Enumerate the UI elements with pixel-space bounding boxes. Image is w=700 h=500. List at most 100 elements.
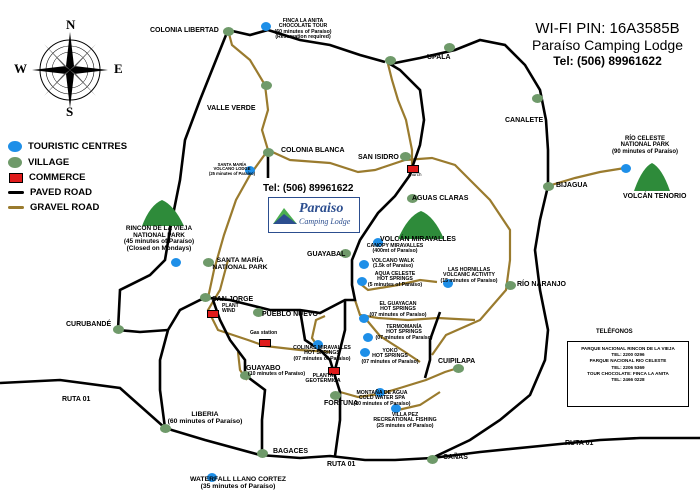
village-marker xyxy=(531,93,543,103)
label-bijagua: BIJAGUA xyxy=(556,182,588,189)
village-dot-icon xyxy=(8,157,22,168)
label-canalete: CANALETE xyxy=(505,117,544,124)
village-marker xyxy=(199,292,211,302)
label-aguas-claras: AGUAS CLARAS xyxy=(412,195,469,202)
gravel-road-icon xyxy=(8,206,24,209)
touristic-centre-marker xyxy=(359,259,369,269)
label-montana-agua: MONTAÑA DE AGUA COLD WATER SPA (20 minut… xyxy=(353,390,411,407)
legend-paved: PAVED ROAD xyxy=(8,187,92,198)
label-waterfall: WATERFALL LLANO CORTEZ (35 minutes of Pa… xyxy=(189,476,287,491)
village-marker xyxy=(542,181,554,191)
lodge-title: Paraíso Camping Lodge xyxy=(532,37,683,53)
lodge-tel: Tel: (506) 89961622 xyxy=(553,54,662,68)
label-ruta01-mid: RUTA 01 xyxy=(327,461,356,468)
village-marker xyxy=(426,454,438,464)
village-marker xyxy=(452,363,464,373)
touristic-centre-marker xyxy=(363,332,373,342)
village-marker xyxy=(384,55,396,65)
touristic-centre-marker xyxy=(373,237,383,247)
village-marker xyxy=(329,390,341,400)
paved-roads xyxy=(0,28,700,462)
compass-w: W xyxy=(14,61,27,76)
label-valle-verde: VALLE VERDE xyxy=(207,105,256,112)
label-guayabal: GUAYABAL xyxy=(307,251,346,258)
village-marker xyxy=(202,257,214,267)
touristic-centre-marker xyxy=(443,278,453,288)
label-rincon: RINCON DE LA VIEJA NATIONAL PARK (45 min… xyxy=(123,225,195,253)
label-san-jorge: SAN JORGE xyxy=(212,296,254,303)
label-santa-maria-park: SANTA MARÍA NATIONAL PARK xyxy=(212,257,268,272)
commerce-gas-station-marker xyxy=(259,339,271,347)
label-cuipilapa: CUIPILAPA xyxy=(438,358,476,365)
label-fortuna: FORTUNA xyxy=(324,400,359,407)
paved-road-icon xyxy=(8,191,24,194)
wifi-pin: WI-FI PIN: 16A3585B xyxy=(535,20,680,37)
village-marker xyxy=(406,193,418,203)
label-colinas: COLINAS MIRAVALLES HOT SPRINGS (07 minut… xyxy=(293,345,351,362)
compass-icon xyxy=(32,32,108,108)
label-curubande: CURUBANDÉ xyxy=(66,321,112,328)
map-tel: Tel: (506) 89961622 xyxy=(263,183,354,194)
commerce-planta-geotermica-marker xyxy=(328,367,340,375)
village-marker xyxy=(112,324,124,334)
label-termomania: TERMOMANÍA HOT SPRINGS (07 minutes of Pa… xyxy=(375,324,433,341)
label-finca-anita: FINCA LA ANITA CHOCOLATE TOUR (60 minute… xyxy=(274,18,332,41)
village-marker xyxy=(443,42,455,52)
phones-title: TELÉFONOS xyxy=(596,329,633,335)
village-marker xyxy=(159,423,171,433)
compass-s: S xyxy=(66,104,74,119)
label-san-isidro: SAN ISIDRO xyxy=(358,154,399,161)
village-marker xyxy=(339,248,351,258)
label-hornillas: LAS HORNILLAS VOLCANIC ACTIVITY (15 minu… xyxy=(440,267,498,284)
label-yoko: YOKO HOT SPRINGS (07 minutes of Paraíso) xyxy=(361,348,419,365)
village-marker xyxy=(256,448,268,458)
village-marker xyxy=(252,307,264,317)
compass-n: N xyxy=(66,17,76,32)
label-guayabo-time: (10 minutes of Paraíso) xyxy=(248,371,306,377)
village-marker xyxy=(399,151,411,161)
label-upala: UPALA xyxy=(427,54,451,61)
legend-village: VILLAGE xyxy=(8,157,69,168)
label-rio-celeste: RÍO CELESTE NATIONAL PARK (90 minutes of… xyxy=(611,136,679,155)
label-rio-naranjo: RÍO NARANJO xyxy=(517,281,567,288)
touristic-centre-marker xyxy=(391,403,401,413)
label-guayabo: GUAYABO xyxy=(246,365,281,372)
label-colonia-libertad: COLONIA LIBERTAD xyxy=(150,27,219,34)
label-bagaces: BAGACES xyxy=(273,448,309,455)
legend-touristic: TOURISTIC CENTRES xyxy=(8,141,127,152)
touristic-centre-marker xyxy=(207,472,217,482)
commerce-church-marker xyxy=(407,165,419,173)
label-colonia-blanca: COLONIA BLANCA xyxy=(281,147,345,154)
touristic-centre-marker xyxy=(359,313,369,323)
touristic-centre-marker xyxy=(360,347,370,357)
touristic-centre-marker xyxy=(261,21,271,31)
label-church: church xyxy=(408,172,422,177)
miravalles-volcano-icon xyxy=(398,211,444,239)
village-marker xyxy=(239,370,251,380)
commerce-square-icon xyxy=(9,172,23,183)
label-planta-geo: PLANTA GEOTÉRMICA xyxy=(305,373,341,385)
touristic-centre-marker xyxy=(357,276,367,286)
label-gas-station: Gas station xyxy=(250,330,278,336)
label-ruta01-right: RUTA 01 xyxy=(565,440,594,447)
village-marker xyxy=(222,26,234,36)
label-santa-maria-lodge: SANTA MARÍA VOLCANO LODGE (25 minutes of… xyxy=(208,162,256,176)
label-villa-pez: VILLA PEZ RECREATIONAL FISHING (25 minut… xyxy=(373,412,437,429)
label-canopy: CANOPY MIRAVALLES (400mt of Paraíso) xyxy=(366,243,424,255)
village-marker xyxy=(504,280,516,290)
label-guayacan: EL GUAYACAN HOT SPRINGS (07 minutes of P… xyxy=(369,301,427,318)
touristic-dot-icon xyxy=(8,141,22,152)
legend-gravel: GRAVEL ROAD xyxy=(8,202,99,213)
tenorio-volcano-icon xyxy=(634,163,670,191)
phones-box: PARQUE NACIONAL RINCON DE LA VIEJA TEL: … xyxy=(567,341,689,407)
gravel-roads xyxy=(206,29,626,412)
label-ruta01-left: RUTA 01 xyxy=(62,396,91,403)
label-volcan-miravalles: VOLCÁN MIRAVALLES xyxy=(380,236,456,243)
touristic-centre-marker xyxy=(245,165,255,175)
label-volcano-walk: VOLCANO WALK (1.5k of Paraíso) xyxy=(371,258,415,270)
label-volcan-tenorio: VOLCÁN TENORIO xyxy=(623,193,687,200)
label-liberia: LIBERIA (60 minutes of Paraíso) xyxy=(167,411,243,426)
commerce-plant-wind-marker xyxy=(207,310,219,318)
legend-commerce: COMMERCE xyxy=(8,172,85,183)
